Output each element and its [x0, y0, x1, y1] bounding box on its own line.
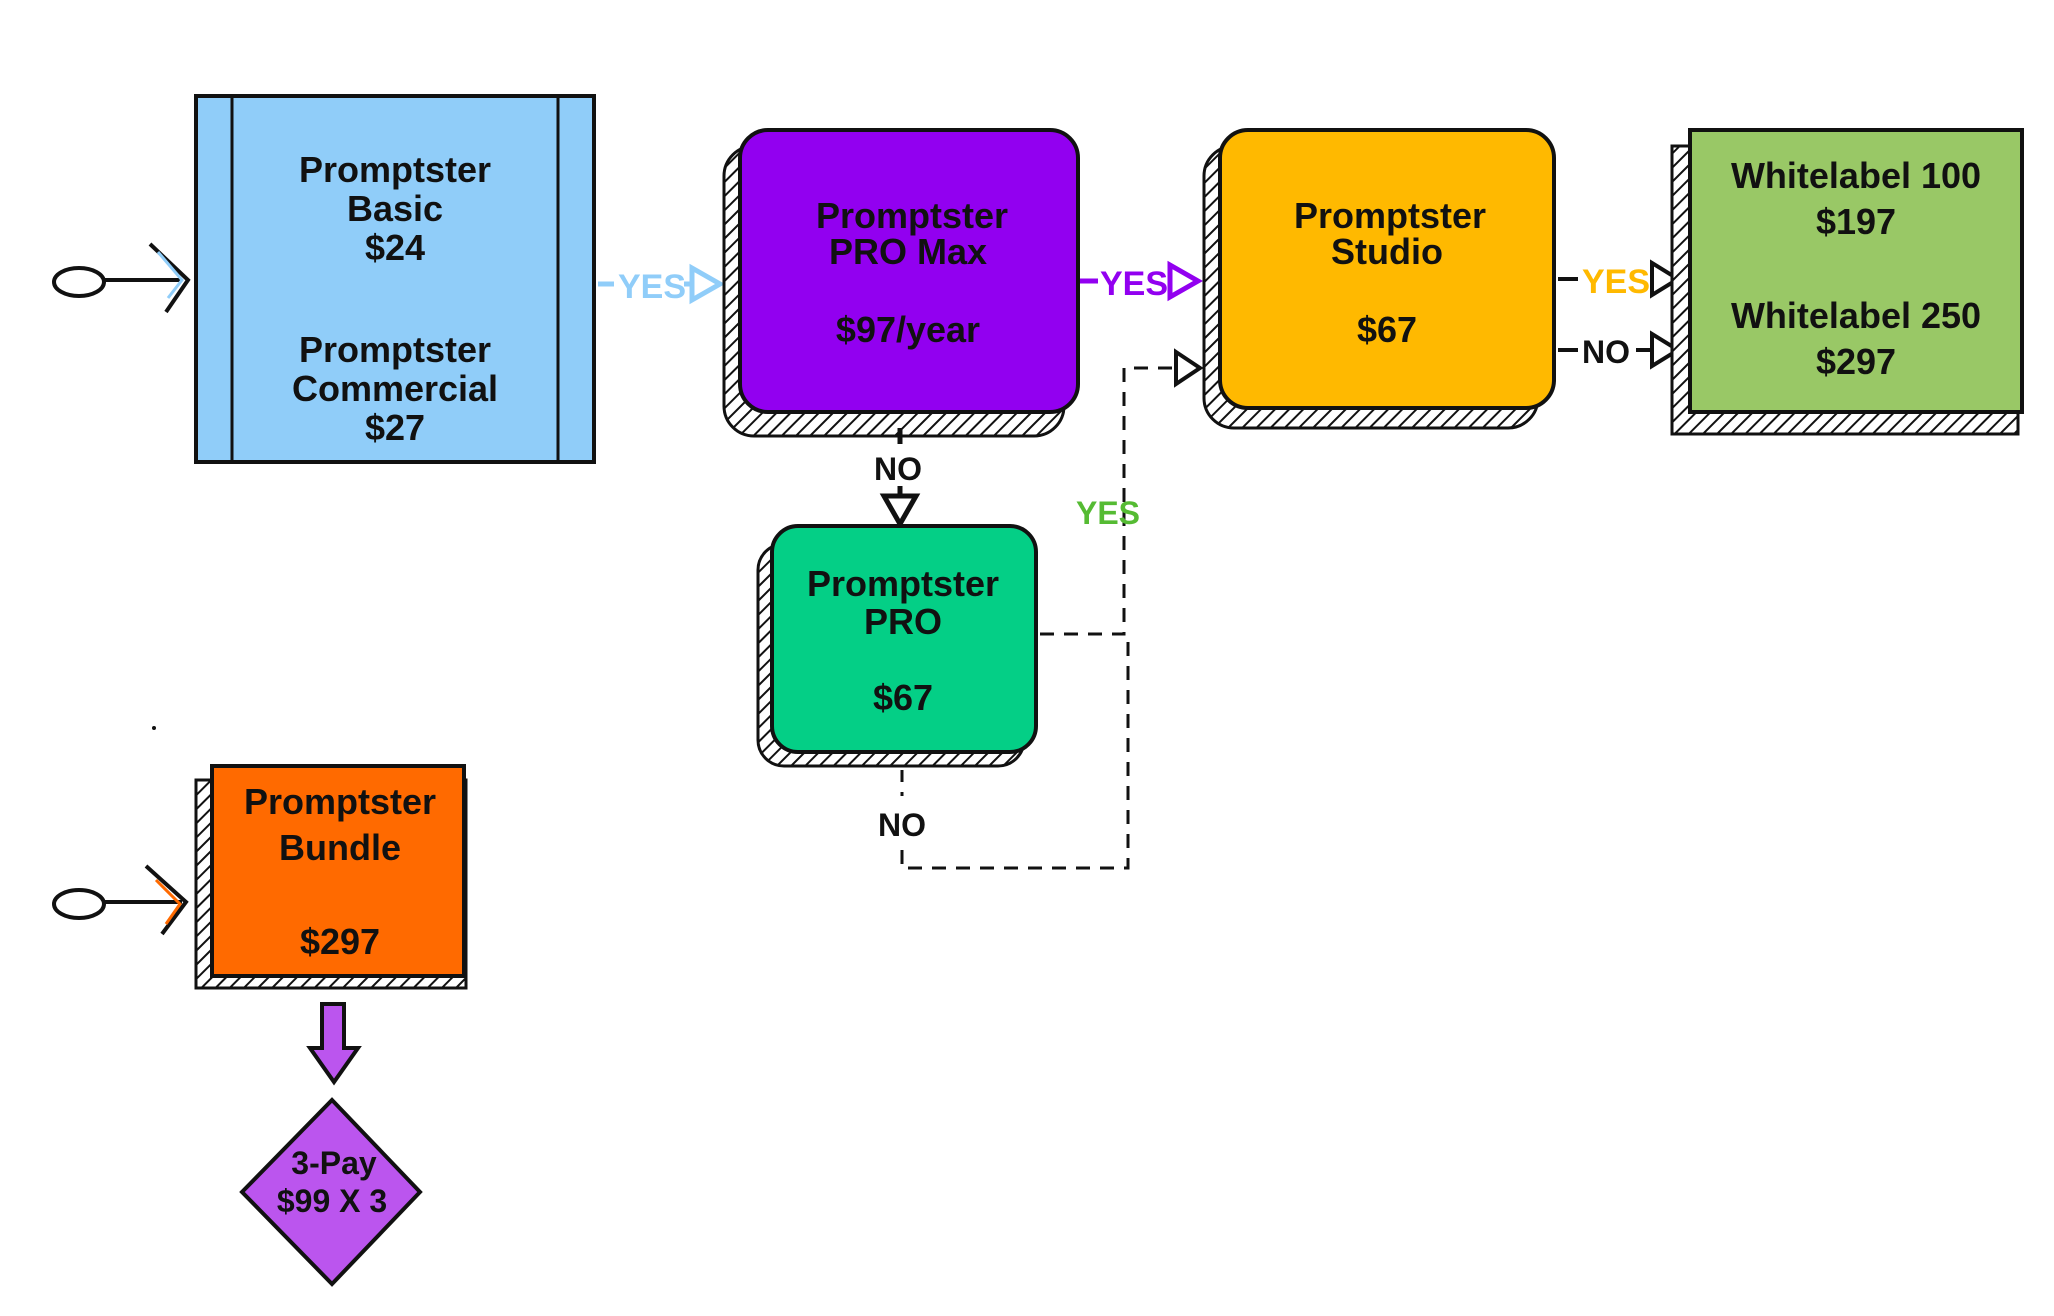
start-connector-bundle [52, 864, 189, 936]
edge-label-yes-basic: YES [618, 268, 686, 306]
studio-title-line2: Studio [1331, 231, 1443, 272]
start-connector-basic [52, 242, 191, 314]
whitelabel-100-title: Whitelabel 100 [1731, 155, 1981, 196]
studio-title-line1: Promptster [1294, 195, 1486, 236]
node-bundle[interactable]: Promptster Bundle $297 [194, 764, 468, 990]
basic-price: $24 [365, 227, 425, 268]
whitelabel-100-price: $197 [1816, 201, 1896, 242]
commercial-price: $27 [365, 407, 425, 448]
bundle-price: $297 [300, 921, 380, 962]
arrowhead-icon [1650, 330, 1682, 370]
edge-pro-no: NO [878, 634, 1130, 870]
arrowhead-icon [879, 493, 921, 530]
arrowhead-icon [144, 864, 189, 936]
start-circle-icon [52, 888, 106, 920]
edge-pro-max-to-studio: YES [1080, 260, 1204, 303]
pro-title-line2: PRO [864, 601, 942, 642]
arrowhead-icon [1167, 260, 1204, 302]
node-whitelabel[interactable]: Whitelabel 100 $197 Whitelabel 250 $297 [1670, 128, 2024, 436]
node-basic-commercial[interactable]: Promptster Basic $24 Promptster Commerci… [194, 94, 596, 464]
edge-bundle-to-three-pay [306, 1002, 362, 1086]
pro-price: $67 [873, 677, 933, 718]
pro-max-price: $97/year [836, 309, 980, 350]
start-circle-icon [52, 266, 106, 298]
bundle-title-line2: Bundle [279, 827, 401, 868]
edge-pro-to-studio: YES [1040, 348, 1204, 636]
node-studio[interactable]: Promptster Studio $67 [1202, 128, 1556, 430]
pro-title-line1: Promptster [807, 563, 999, 604]
down-arrow-icon [306, 1002, 362, 1086]
arrowhead-icon [689, 263, 726, 305]
stray-dot [152, 726, 156, 730]
three-pay-title: 3-Pay [291, 1145, 377, 1181]
basic-title-line1: Promptster [299, 149, 491, 190]
arrowhead-icon [1650, 259, 1682, 299]
whitelabel-250-title: Whitelabel 250 [1731, 295, 1981, 336]
node-three-pay[interactable]: 3-Pay $99 X 3 [239, 1097, 423, 1287]
edge-label-yes-pro: YES [1076, 495, 1140, 531]
pro-max-title-line2: PRO Max [829, 231, 987, 272]
edge-label-yes-pro-max: YES [1100, 265, 1168, 303]
edge-label-yes-studio: YES [1582, 263, 1650, 301]
edge-studio-to-whitelabel-no: NO [1558, 330, 1682, 370]
arrowhead-icon [1174, 348, 1204, 388]
commercial-title-line2: Commercial [292, 368, 498, 409]
studio-price: $67 [1357, 309, 1417, 350]
commercial-title-line1: Promptster [299, 329, 491, 370]
three-pay-price: $99 X 3 [277, 1183, 387, 1219]
whitelabel-250-price: $297 [1816, 341, 1896, 382]
edge-pro-max-to-pro: NO [874, 428, 922, 530]
basic-title-line2: Basic [347, 188, 443, 229]
node-pro-max[interactable]: Promptster PRO Max $97/year [722, 128, 1080, 438]
edge-label-no-pro-max: NO [874, 451, 922, 487]
pro-max-title-line1: Promptster [816, 195, 1008, 236]
edge-basic-to-pro-max: YES [598, 263, 726, 306]
edge-label-no-studio: NO [1582, 334, 1630, 370]
edge-studio-to-whitelabel-yes: YES [1558, 259, 1682, 301]
node-pro[interactable]: Promptster PRO $67 [756, 524, 1038, 768]
edge-label-no-pro: NO [878, 807, 926, 843]
bundle-title-line1: Promptster [244, 781, 436, 822]
